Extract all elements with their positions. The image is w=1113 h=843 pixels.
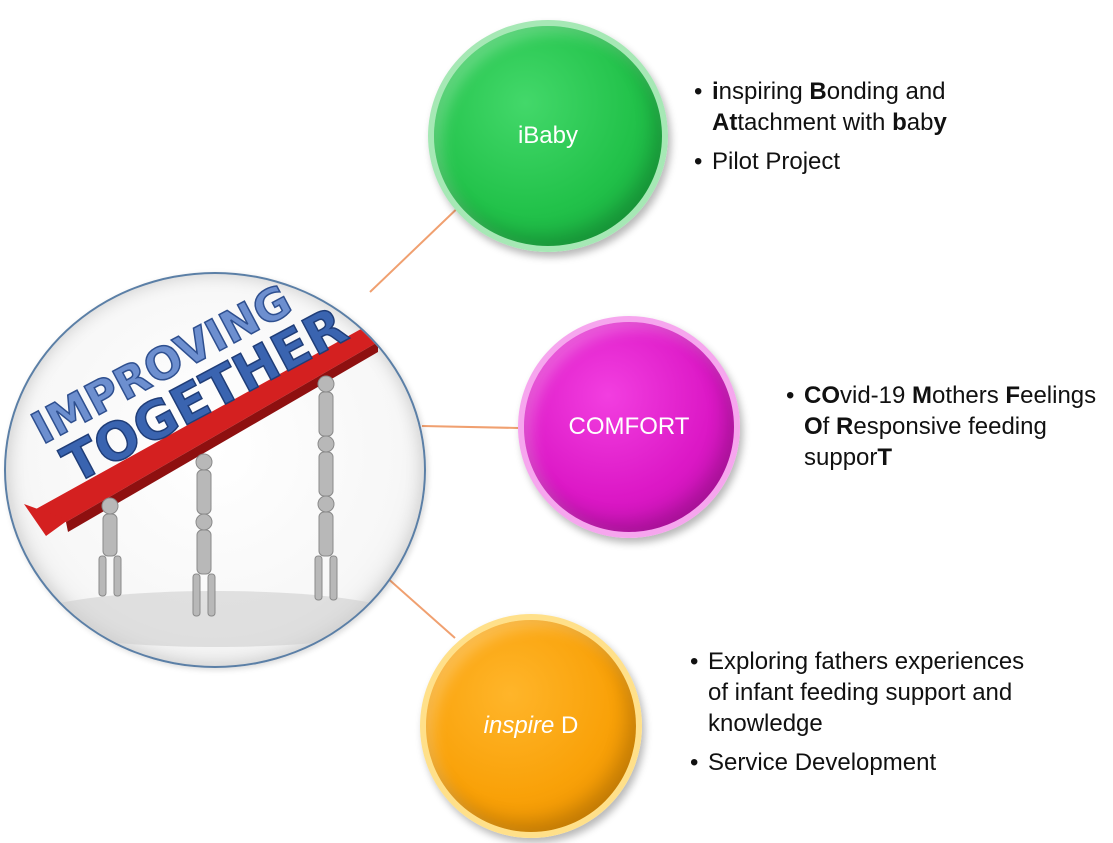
bullet-text-segment: b: [892, 109, 907, 136]
bullet-text-segment: M: [912, 382, 933, 409]
floor-shadow: [26, 591, 406, 647]
bullet-text-segment: nspiring: [718, 78, 810, 105]
bullet-text-segment: Exploring fathers experiences of infant …: [708, 648, 1025, 737]
bullet-text-segment: i: [712, 78, 719, 105]
bullet-text-segment: B: [809, 78, 827, 105]
ibaby-bubble: iBaby: [428, 20, 668, 252]
ibaby-label: iBaby: [518, 122, 578, 150]
comfort-bullet-list: • COvid-19 Mothers Feelings Of Responsive…: [786, 380, 1111, 481]
red-arrow-underside: [66, 342, 378, 532]
connector-comfort: [421, 425, 519, 429]
bullet-dot-icon: •: [690, 648, 699, 675]
inspire-d-label-italic: inspire: [483, 712, 555, 739]
comfort-bubble: COMFORT: [518, 316, 740, 538]
bullet-item: • COvid-19 Mothers Feelings Of Responsive…: [786, 380, 1111, 473]
bullet-text-segment: f: [822, 413, 837, 440]
connector-ibaby: [369, 199, 467, 293]
bullet-dot-icon: •: [694, 148, 703, 175]
bullet-text-segment: CO: [804, 382, 840, 409]
comfort-label: COMFORT: [569, 413, 690, 441]
comfort-label-text: COMFORT: [568, 413, 690, 440]
bullet-item: • Pilot Project: [694, 146, 1024, 177]
bullet-text-segment: eelings: [1020, 382, 1097, 409]
bullet-dot-icon: •: [786, 382, 795, 409]
bullet-text-segment: F: [1005, 382, 1021, 409]
improving-together-hub: IMPROVING TOGETHER: [4, 272, 426, 668]
bullet-text-segment: vid-19: [840, 382, 913, 409]
red-arrow: [36, 314, 386, 522]
bullet-text-segment: Service Development: [708, 749, 937, 776]
bullet-dot-icon: •: [694, 78, 703, 105]
bullet-item: • Service Development: [690, 747, 1030, 778]
bullet-dot-icon: •: [690, 749, 699, 776]
inspire-d-label-text: D: [554, 712, 579, 739]
bullet-text-segment: tachment with: [737, 109, 893, 136]
ibaby-bullet-list: • inspiring Bonding and Attachment with b…: [694, 76, 1024, 185]
bullet-text-segment: ab: [906, 109, 934, 136]
figure-stack-middle: [192, 453, 216, 617]
improving-together-illustration: IMPROVING TOGETHER: [23, 275, 406, 647]
bullet-text-segment: esponsive feeding suppor: [804, 413, 1047, 471]
figure-stack-left: [98, 497, 122, 597]
inspire-d-bullet-list: • Exploring fathers experiences of infant…: [690, 646, 1030, 786]
bullet-text-segment: others: [932, 382, 1006, 409]
inspire-d-bubble: inspire D: [420, 614, 642, 838]
red-arrow-head: [24, 504, 68, 536]
bullet-item: • Exploring fathers experiences of infant…: [690, 646, 1030, 739]
bullet-text-segment: R: [836, 413, 854, 440]
ibaby-label-text: iBaby: [517, 122, 579, 149]
bullet-text-segment: O: [804, 413, 823, 440]
bullet-text-segment: Pilot Project: [712, 148, 841, 175]
bullet-text-segment: At: [712, 109, 738, 136]
bullet-text-segment: onding and: [826, 78, 946, 105]
bullet-text-segment: T: [877, 444, 893, 471]
bullet-item: • inspiring Bonding and Attachment with b…: [694, 76, 1024, 138]
inspire-d-label: inspire D: [484, 712, 579, 740]
figure-stack-right: [314, 375, 338, 601]
bullet-text-segment: y: [933, 109, 947, 136]
